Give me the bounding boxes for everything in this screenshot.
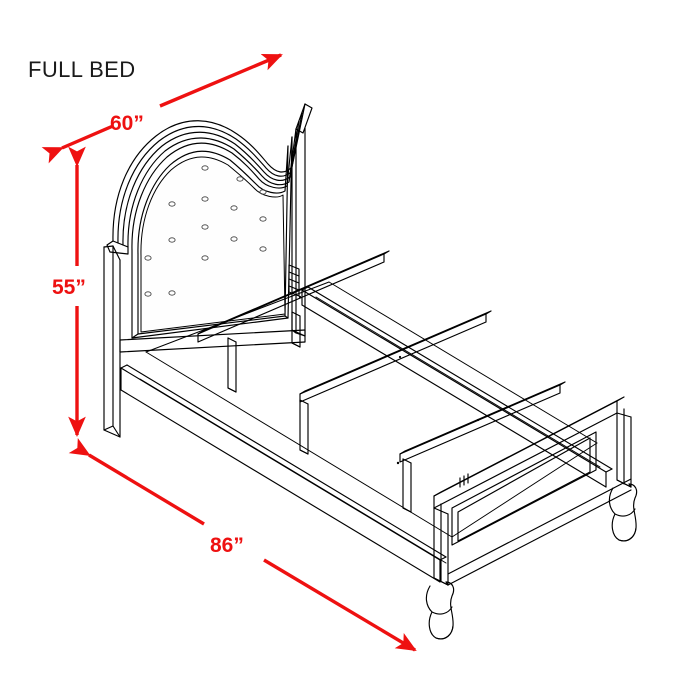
headboard-crown-moulding — [106, 103, 313, 255]
headboard-bottom-rail — [119, 329, 306, 353]
rail-ledger — [139, 296, 601, 564]
cross-slats — [197, 250, 566, 463]
support-legs — [227, 311, 412, 513]
headboard-tufted-panel — [140, 156, 286, 333]
dimension-label-width: 60” — [110, 112, 144, 135]
dimension-line-width — [41, 53, 283, 164]
dimension-label-height: 55” — [52, 276, 86, 299]
footboard-feet — [425, 483, 638, 640]
footboard — [396, 396, 632, 586]
rail-bracket — [288, 264, 300, 297]
page-title: FULL BED — [28, 57, 136, 82]
dimension-line-length — [68, 437, 417, 652]
dimension-label-length: 86” — [210, 534, 244, 557]
tufting-buttons — [144, 165, 267, 297]
